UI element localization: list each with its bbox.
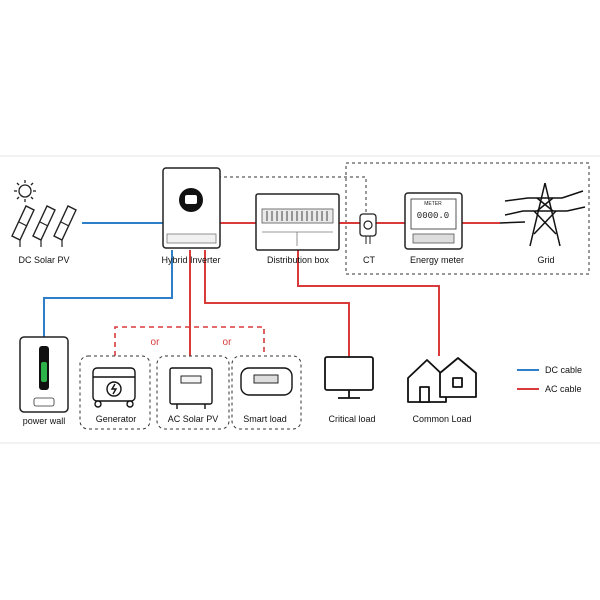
generator-icon (92, 367, 136, 408)
ct-signal-line (218, 176, 367, 212)
grid-connection-frame (345, 162, 590, 275)
or-label-2: or (223, 337, 233, 348)
power-wall-battery (19, 336, 69, 413)
current-transformer-icon (359, 213, 377, 244)
critical-load-monitor-icon (324, 356, 374, 399)
energy-meter-label: Energy meter (410, 255, 464, 265)
legend-ac-label: AC cable (545, 384, 582, 394)
power-wall-label: power wall (23, 416, 66, 426)
ac-solar-pv-frame (156, 355, 230, 430)
common-load-label: Common Load (412, 414, 471, 424)
energy-meter (404, 192, 463, 250)
legend: DC cable AC cable (517, 365, 582, 394)
ac-solar-pv-icon (169, 367, 213, 409)
optional-source-bus (114, 326, 265, 356)
generator-frame (79, 355, 151, 430)
smart-load-icon (240, 367, 293, 396)
critical-load-label: Critical load (328, 414, 375, 424)
dc-cable-inverter-to-powerwall (43, 250, 173, 337)
solar-panels-icon (11, 180, 77, 247)
grid-label: Grid (537, 255, 554, 265)
distribution-box (255, 193, 340, 251)
hybrid-inverter-label: Hybrid Inverter (161, 255, 220, 265)
hybrid-inverter (162, 167, 221, 249)
distribution-box-label: Distribution box (267, 255, 330, 265)
legend-dc-label: DC cable (545, 365, 582, 375)
ac-cable-distribution-to-common-load (297, 250, 440, 356)
generator-label: Generator (96, 414, 137, 424)
ac-solar-pv-label: AC Solar PV (168, 414, 219, 424)
ct-label: CT (363, 255, 375, 265)
smart-load-frame (231, 355, 302, 430)
dc-solar-pv-label: DC Solar PV (18, 255, 69, 265)
meter-digits: 0000.0 (417, 211, 449, 221)
smart-load-label: Smart load (243, 414, 287, 424)
common-load-houses-icon (407, 357, 477, 403)
ac-cable-inverter-to-critical-load (204, 250, 350, 357)
grid-tower-icon (499, 182, 586, 247)
meter-face-text: METER (424, 201, 442, 207)
sun-icon (14, 180, 36, 202)
or-label-1: or (151, 337, 161, 348)
inverter-logo-icon (179, 188, 203, 212)
